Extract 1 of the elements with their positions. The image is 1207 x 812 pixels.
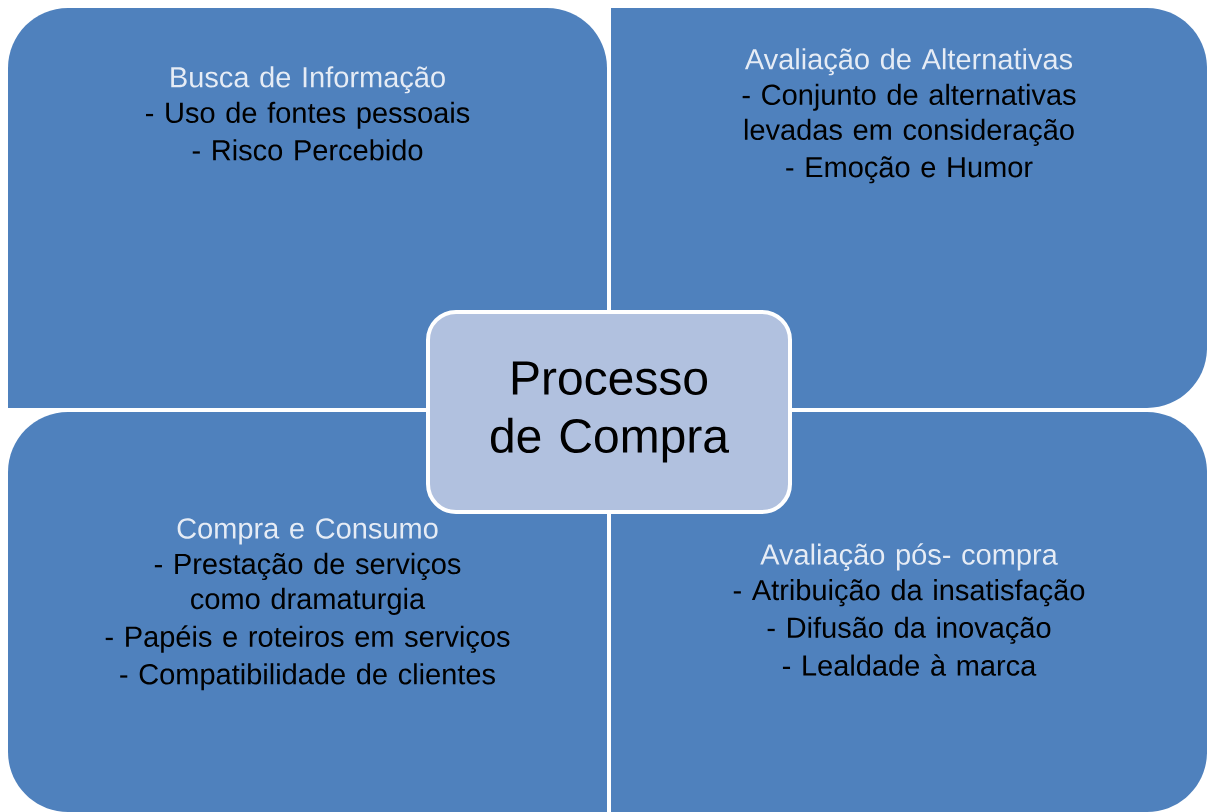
center-box: Processo de Compra [426,310,792,514]
